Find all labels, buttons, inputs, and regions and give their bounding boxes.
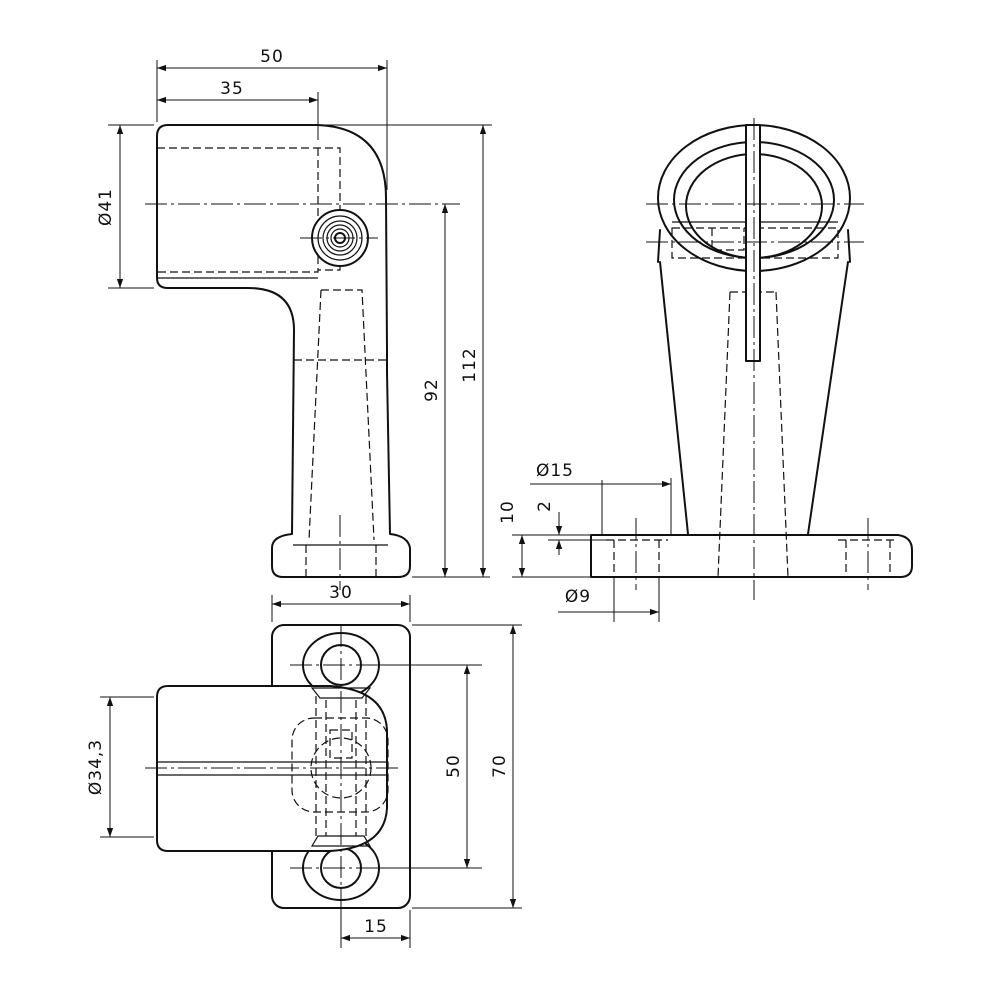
side-view: Ø15 10 2 Ø9	[498, 118, 913, 622]
hidden-bore	[308, 289, 375, 541]
dim-spacing-50: 50	[444, 754, 464, 778]
dim-dia-9: Ø9	[565, 587, 591, 607]
dim-height-112: 112	[460, 347, 480, 382]
front-view: 50 35 Ø41 92 112	[96, 47, 492, 590]
dim-height-92: 92	[422, 378, 442, 402]
hidden-clamp-bolt	[671, 227, 839, 259]
dim-dia-15: Ø15	[536, 461, 574, 481]
dim-width-50: 50	[260, 47, 284, 67]
hidden-top-bore	[291, 717, 389, 813]
top-view: 30 Ø34,3 50 70 15	[86, 583, 522, 948]
dim-length-70: 70	[490, 754, 510, 778]
side-base	[590, 534, 913, 578]
dim-depth-2: 2	[535, 500, 555, 512]
side-slot	[745, 124, 761, 362]
dim-offset-15: 15	[364, 917, 388, 937]
dim-base-30: 30	[329, 583, 353, 603]
front-view-outline	[156, 124, 411, 578]
dim-dia-41: Ø41	[96, 188, 116, 226]
dim-width-35: 35	[220, 79, 244, 99]
hidden-top-nut	[329, 729, 353, 759]
hidden-bolt-head	[711, 228, 745, 251]
hidden-pipe-socket	[157, 147, 341, 273]
dim-thick-10: 10	[498, 500, 518, 524]
side-clamp-ears	[657, 229, 851, 263]
dim-dia-34-3: Ø34,3	[86, 739, 106, 795]
side-body-edges	[659, 261, 849, 535]
top-clamp-nuts	[310, 687, 372, 847]
hidden-side-bore	[717, 291, 789, 578]
